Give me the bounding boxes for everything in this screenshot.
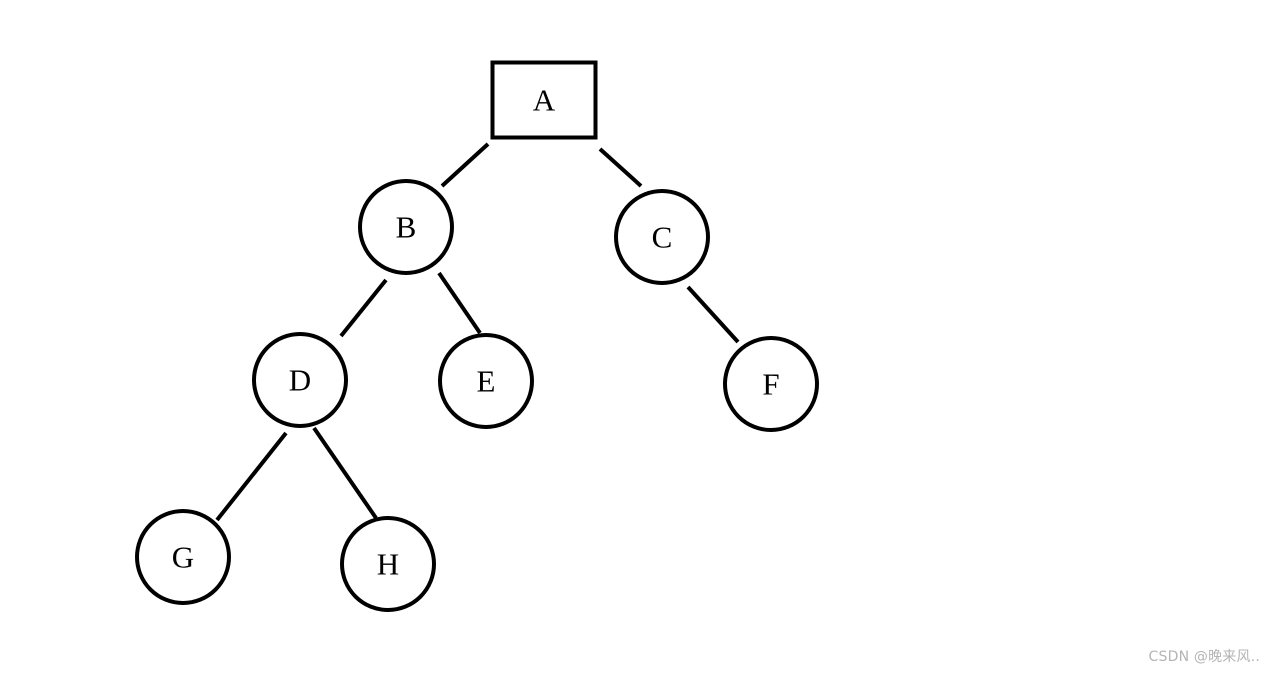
nodes-layer: A B C D E F G H [135, 60, 819, 612]
node-h: H [340, 516, 436, 612]
edge-a-b [440, 142, 490, 188]
watermark: CSDN @晚来风.. [1148, 649, 1260, 665]
node-d-label: D [289, 363, 311, 398]
edge-d-g [215, 431, 288, 522]
edge-b-d [339, 278, 388, 338]
node-c: C [614, 189, 710, 285]
node-g-label: G [172, 540, 194, 575]
node-f-circle [723, 336, 819, 432]
node-g: G [135, 509, 231, 605]
node-d: D [252, 332, 348, 428]
node-h-circle [340, 516, 436, 612]
node-e-circle [438, 333, 534, 429]
node-e-label: E [477, 364, 496, 399]
node-b-circle [358, 179, 454, 275]
edge-c-f [686, 285, 740, 344]
node-c-label: C [652, 220, 673, 255]
node-g-circle [135, 509, 231, 605]
node-a-box [490, 60, 598, 140]
edge-b-e [437, 271, 482, 335]
node-d-circle [252, 332, 348, 428]
node-c-circle [614, 189, 710, 285]
node-e: E [438, 333, 534, 429]
node-h-label: H [377, 547, 399, 582]
node-f: F [723, 336, 819, 432]
node-b-label: B [396, 210, 417, 245]
node-a-label: A [533, 83, 556, 118]
node-a: A [490, 60, 598, 140]
edge-a-c [598, 147, 643, 188]
node-f-label: F [762, 367, 779, 402]
node-b: B [358, 179, 454, 275]
edges-layer [215, 142, 740, 522]
edge-d-h [312, 426, 378, 520]
